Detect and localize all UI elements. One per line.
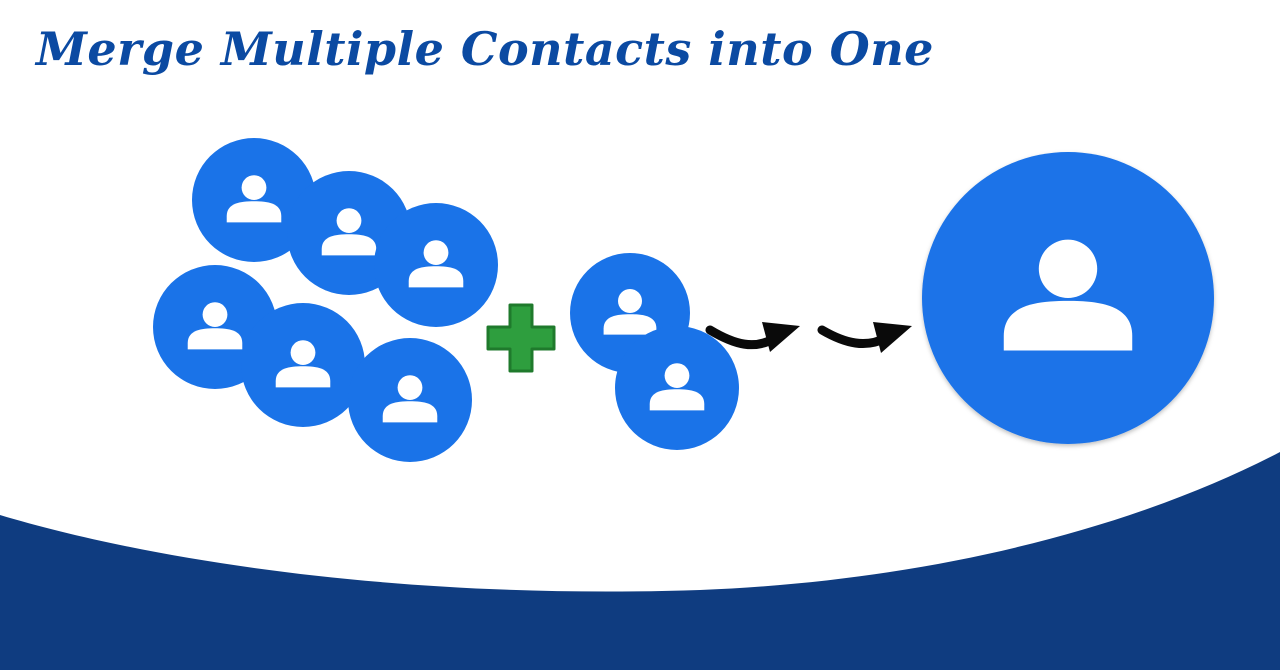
- plus-icon: [486, 303, 556, 373]
- merged-contact-avatar: [922, 152, 1214, 444]
- curved-arrow-icon: [705, 322, 800, 352]
- headline-title: Merge Multiple Contacts into One: [36, 22, 934, 76]
- contact-cluster-left: [153, 138, 498, 462]
- contact-icon: [922, 152, 1214, 444]
- contact-icon: [374, 203, 498, 327]
- contact-icon: [615, 326, 739, 450]
- contact-icon: [241, 303, 365, 427]
- contact-cluster-middle: [570, 253, 739, 450]
- contact-icon: [348, 338, 472, 462]
- wave-background: [0, 452, 1280, 670]
- curved-arrow-icon: [817, 322, 912, 353]
